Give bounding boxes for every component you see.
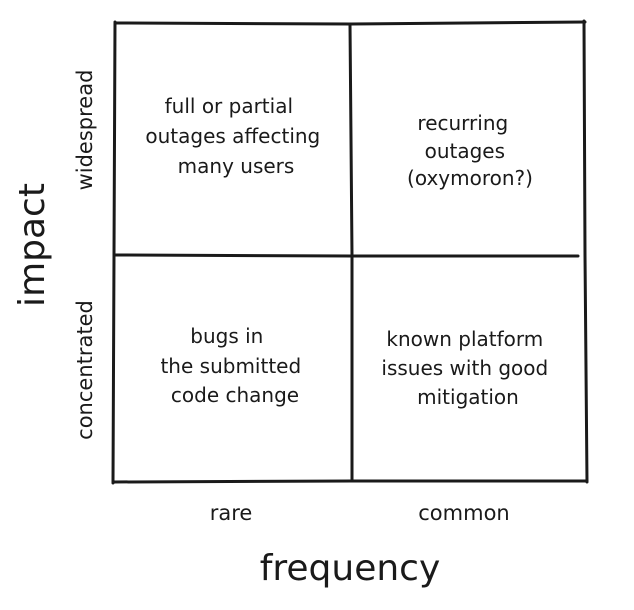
quadrant-top-left-label: full or partial outages affecting many u… (145, 94, 326, 178)
quadrant-line: the submitted (160, 354, 301, 378)
quadrant-line: mitigation (417, 385, 519, 409)
quadrant-line: (oxymoron?) (407, 166, 533, 190)
y-tick-widespread: widespread (73, 70, 97, 191)
quadrant-line: many users (178, 154, 295, 178)
matrix-frame (111, 19, 589, 485)
quadrant-line: known platform (386, 327, 543, 351)
frame-right-edge (582, 19, 589, 484)
quadrant-bottom-left-label: bugs in the submitted code change (160, 324, 307, 407)
quadrant-line: outages (425, 139, 505, 163)
y-axis-title: impact (12, 183, 53, 307)
quadrant-line: outages affecting (145, 124, 320, 148)
x-axis-title: frequency (260, 548, 441, 589)
y-tick-concentrated: concentrated (73, 300, 97, 440)
quadrant-line: bugs in (190, 324, 263, 348)
quadrant-line: full or partial (165, 94, 293, 118)
x-tick-common: common (418, 501, 509, 525)
quadrant-bottom-right-label: known platform issues with good mitigati… (381, 327, 554, 409)
quadrant-line: issues with good (381, 356, 548, 380)
frame-bottom-edge (111, 479, 589, 484)
quadrant-line: recurring (417, 111, 508, 135)
quadrant-top-right-label: recurring outages (oxymoron?) (407, 111, 533, 190)
quadrant-line: code change (171, 383, 299, 407)
vertical-divider (348, 22, 354, 483)
frame-left-edge (111, 20, 117, 485)
horizontal-divider (112, 253, 580, 258)
x-tick-rare: rare (210, 501, 253, 525)
